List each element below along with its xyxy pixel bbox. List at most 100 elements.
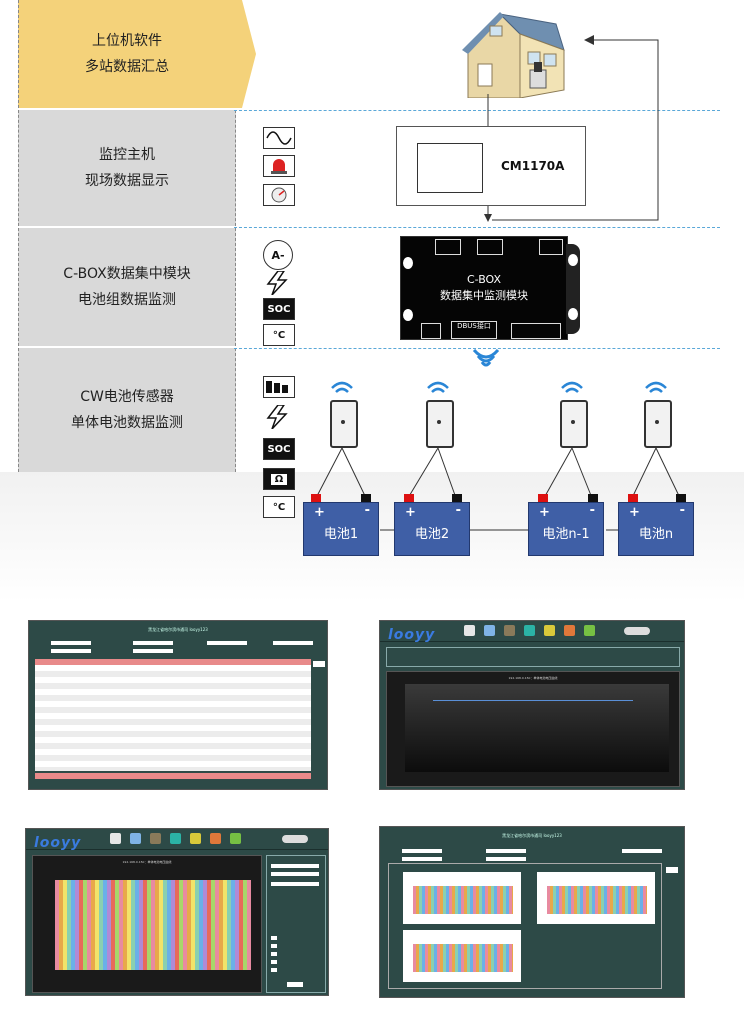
cbox-port-bottom-right — [511, 323, 561, 339]
screenshot-2-chart-area: 192.168.0.150：单体电池电压曲线 — [386, 671, 680, 787]
band-cbox-line1: C-BOX数据集中模块 — [63, 266, 191, 282]
screenshot-1-header-bar — [35, 659, 311, 665]
battery-n: + - 电池n — [618, 502, 694, 556]
battery-n-plus: + — [629, 505, 640, 520]
battery-1: + - 电池1 — [303, 502, 379, 556]
band-upper-software: 上位机软件 多站数据汇总 — [18, 0, 236, 108]
cbox-dbus-port: DBUS接口 — [451, 321, 497, 339]
battery-2-plus: + — [405, 505, 416, 520]
screenshot-3-chart-title: 192.168.0.150：单体电池电压曲线 — [122, 860, 172, 864]
battery-n1-label: 电池n-1 — [542, 526, 590, 542]
cw-sensor-1 — [330, 400, 358, 448]
wifi-icon — [472, 348, 500, 367]
band-cw-sensor: CW电池传感器 单体电池数据监测 — [18, 348, 236, 472]
soc-icon-2: SOC — [263, 438, 295, 460]
screenshot-bar-chart: looyy 192.168.0.150：单体电池电压曲线 — [25, 828, 329, 996]
screenshot-4-chart-3 — [403, 930, 521, 982]
band-upper-software-line1: 上位机软件 — [92, 33, 162, 49]
battery-n1-minus: - — [589, 503, 595, 518]
screenshot-multi-chart: 黑龙江省哈尔滨市通司 looyy123 — [379, 826, 685, 998]
battery-1-plus: + — [314, 505, 325, 520]
separator-3 — [234, 348, 720, 349]
screenshot-2-query-bar — [386, 647, 680, 667]
sensor-wiring — [315, 381, 681, 531]
band-upper-software-line2: 多站数据汇总 — [85, 59, 169, 75]
screenshot-3-bars — [55, 880, 251, 970]
alarm-light-icon — [263, 155, 295, 177]
battery-n-terminal-pos — [628, 494, 638, 502]
screenshot-3-side-panel — [266, 855, 326, 993]
temperature-icon: °C — [263, 324, 295, 346]
battery-2-minus: - — [455, 503, 461, 518]
screenshot-1-side-button — [313, 661, 325, 667]
battery-n1-plus: + — [539, 505, 550, 520]
battery-1-minus: - — [364, 503, 370, 518]
soc-icon: SOC — [263, 298, 295, 320]
cbox-port-top-1 — [435, 239, 461, 255]
screenshot-1-table — [35, 665, 311, 771]
screenshot-4-charts-frame — [388, 863, 662, 989]
battery-1-terminal-neg — [361, 494, 371, 502]
temperature-icon-label: °C — [272, 329, 286, 341]
screenshot-2-topbar: looyy — [380, 621, 684, 643]
screenshot-4-filters — [388, 847, 678, 863]
screenshot-3-chart-area: 192.168.0.150：单体电池电压曲线 — [32, 855, 262, 993]
battery-n-label: 电池n — [638, 526, 674, 542]
band-monitor-host: 监控主机 现场数据显示 — [18, 110, 236, 226]
band-monitor-host-line2: 现场数据显示 — [85, 173, 169, 189]
battery-n-minus: - — [679, 503, 685, 518]
battery-2-terminal-pos — [404, 494, 414, 502]
screenshot-4-title: 黑龙江省哈尔滨市通司 looyy123 — [502, 833, 562, 838]
screenshot-1-title: 黑龙江省哈尔滨市通司 looyy123 — [148, 627, 208, 632]
cbox-port-bottom-left — [421, 323, 441, 339]
waveform-icon — [263, 127, 295, 149]
band-cw-sensor-line2: 单体电池数据监测 — [71, 415, 183, 431]
monitor-host-label: CM1170A — [501, 159, 565, 173]
battery-level-icon — [263, 376, 295, 398]
battery-n1-terminal-pos — [538, 494, 548, 502]
cw-sensor-4 — [644, 400, 672, 448]
battery-n-terminal-neg — [676, 494, 686, 502]
resistance-icon: Ω — [263, 468, 295, 490]
cbox-dbus-label: DBUS接口 — [457, 322, 491, 330]
battery-2-label: 电池2 — [414, 526, 450, 542]
screenshot-line-chart: looyy 192.168.0.150：单体电池电压曲线 — [379, 620, 685, 790]
voltage-icon-2 — [263, 405, 295, 429]
current-icon: A- — [263, 240, 293, 270]
separator-2 — [234, 227, 720, 228]
screenshot-2-series-line — [433, 700, 633, 701]
screenshot-2-chart-title: 192.168.0.150：单体电池电压曲线 — [508, 676, 558, 680]
screenshot-4-chart-2 — [537, 872, 655, 924]
soc-icon-2-label: SOC — [267, 443, 291, 455]
cw-sensor-2 — [426, 400, 454, 448]
separator-1 — [234, 110, 720, 111]
gauge-icon — [263, 184, 295, 206]
screenshot-data-table: 黑龙江省哈尔滨市通司 looyy123 — [28, 620, 328, 790]
cbox-port-top-3 — [539, 239, 563, 255]
battery-n-1: + - 电池n-1 — [528, 502, 604, 556]
cbox-line1: C-BOX — [466, 273, 502, 286]
band-cbox: C-BOX数据集中模块 电池组数据监测 — [18, 228, 236, 346]
cbox-port-top-2 — [477, 239, 503, 255]
cw-sensor-3 — [560, 400, 588, 448]
voltage-icon — [263, 271, 295, 295]
cbox-module: C-BOX 数据集中监测模块 DBUS接口 — [400, 236, 568, 340]
band-monitor-host-line1: 监控主机 — [99, 147, 155, 163]
screenshot-2-plot — [405, 684, 669, 772]
screenshot-4-side-button — [666, 867, 678, 873]
screenshot-4-chart-1 — [403, 872, 521, 924]
band-arrow-shape — [234, 0, 256, 108]
monitor-host-screen — [417, 143, 483, 193]
battery-2: + - 电池2 — [394, 502, 470, 556]
temperature-icon-2-label: °C — [272, 501, 286, 513]
soc-icon-label: SOC — [267, 303, 291, 315]
cbox-line2: 数据集中监测模块 — [440, 289, 528, 302]
cbox-mount-left-bottom — [403, 309, 413, 321]
resistance-icon-label: Ω — [270, 473, 288, 485]
battery-1-terminal-pos — [311, 494, 321, 502]
battery-1-label: 电池1 — [323, 526, 359, 542]
temperature-icon-2: °C — [263, 496, 295, 518]
cbox-mount-left-top — [403, 257, 413, 269]
monitor-host-box: CM1170A — [396, 126, 586, 206]
house-icon — [462, 12, 565, 98]
